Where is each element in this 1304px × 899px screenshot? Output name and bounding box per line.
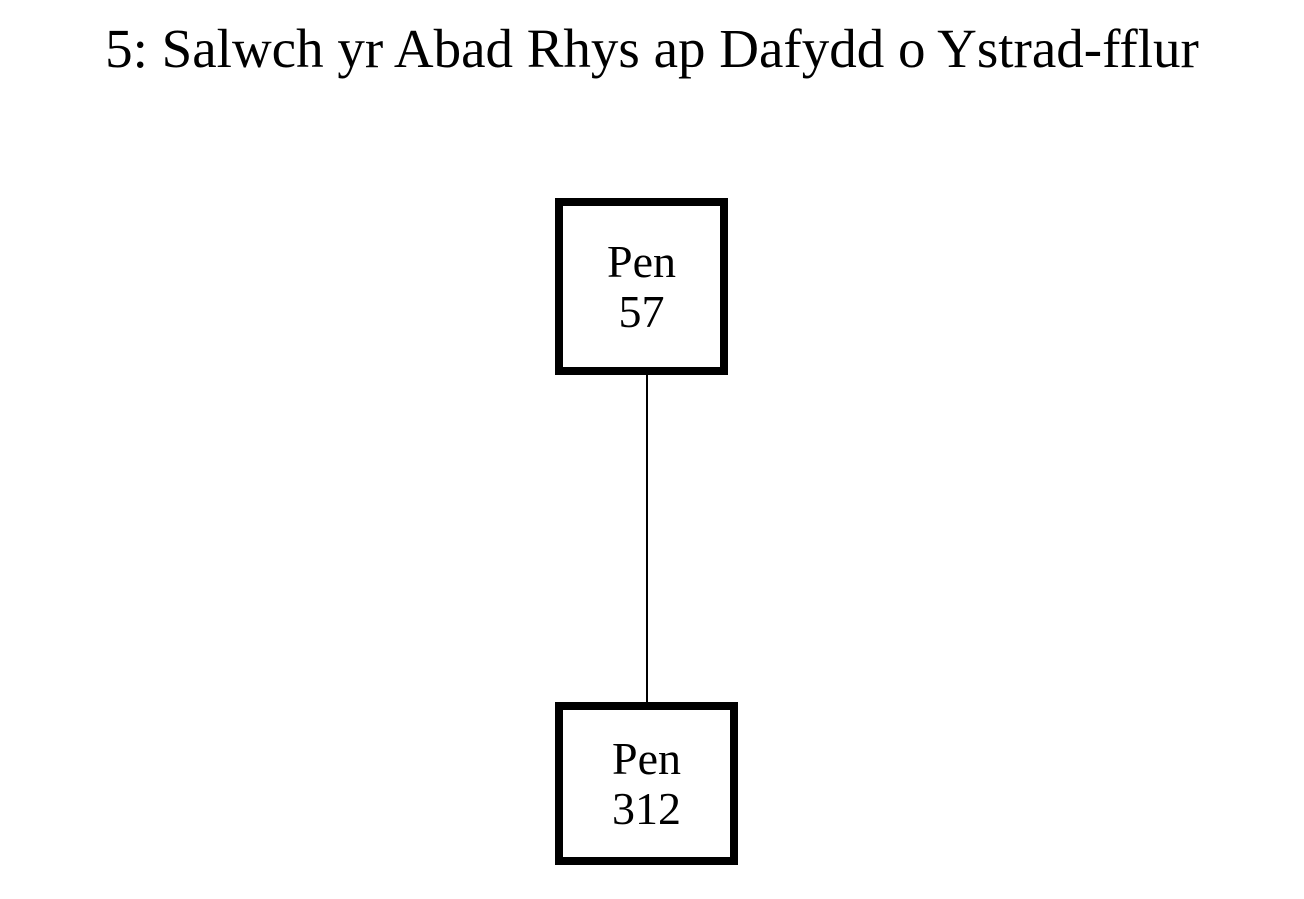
edge-pen57-pen312 (646, 373, 648, 704)
diagram-title: 5: Salwch yr Abad Rhys ap Dafydd o Ystra… (105, 18, 1199, 79)
node-pen-312: Pen 312 (555, 702, 738, 865)
node-label-line1: Pen (607, 235, 676, 287)
node-label-line1: Pen (612, 732, 681, 784)
node-pen-57: Pen 57 (555, 198, 728, 375)
node-label-line2: 57 (618, 285, 665, 337)
node-label-line2: 312 (612, 782, 681, 834)
